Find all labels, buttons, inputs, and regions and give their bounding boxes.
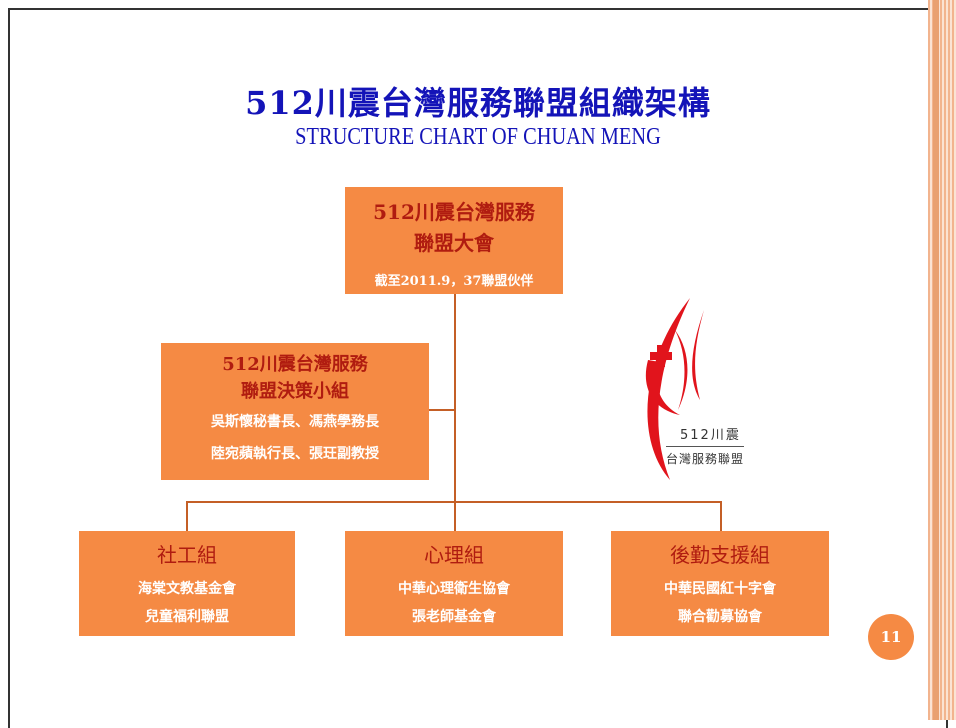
general-assembly-line2: 聯盟大會 bbox=[414, 231, 494, 255]
right-border-core bbox=[933, 0, 939, 720]
general-assembly-box: 512川震台灣服務 聯盟大會 截至2011.9，37聯盟伙伴 bbox=[345, 187, 563, 294]
group-member: 兒童福利聯盟 bbox=[145, 609, 229, 625]
connector-mid-drop bbox=[454, 501, 456, 531]
group-member: 中華民國紅十字會 bbox=[664, 581, 776, 597]
connector-right-drop bbox=[720, 501, 722, 531]
red-cross-hands-logo-icon bbox=[645, 298, 704, 480]
group-name: 社工組 bbox=[157, 543, 217, 567]
connector-decision bbox=[429, 409, 455, 411]
general-assembly-line1: 512川震台灣服務 bbox=[373, 200, 535, 224]
group-box-psychology: 心理組 中華心理衛生協會 張老師基金會 bbox=[345, 531, 563, 636]
logo-text-line2: 台灣服務聯盟 bbox=[666, 446, 745, 467]
group-member: 中華心理衛生協會 bbox=[398, 581, 510, 597]
decision-group-line2: 聯盟決策小組 bbox=[241, 381, 349, 402]
connector-vertical-main bbox=[454, 294, 456, 502]
group-member: 聯合勸募協會 bbox=[678, 609, 762, 625]
group-name: 心理組 bbox=[424, 543, 484, 567]
general-assembly-note: 截至2011.9，37聯盟伙伴 bbox=[374, 274, 534, 289]
group-name: 後勤支援組 bbox=[670, 543, 770, 567]
decision-group-line1: 512川震台灣服務 bbox=[222, 354, 368, 375]
page-number-badge: 11 bbox=[868, 614, 914, 660]
group-member: 海棠文教基金會 bbox=[138, 581, 236, 597]
group-box-social-work: 社工組 海棠文教基金會 兒童福利聯盟 bbox=[79, 531, 295, 636]
decision-group-box: 512川震台灣服務 聯盟決策小組 吳斯懷秘書長、馮燕學務長 陸宛蘋執行長、張玨副… bbox=[161, 343, 429, 480]
right-border-stripe bbox=[928, 0, 956, 720]
slide-title-chinese: 512川震台灣服務聯盟組織架構 bbox=[245, 84, 711, 122]
decision-group-members-1: 吳斯懷秘書長、馮燕學務長 bbox=[211, 414, 379, 430]
group-member: 張老師基金會 bbox=[412, 609, 496, 625]
decision-group-members-2: 陸宛蘋執行長、張玨副教授 bbox=[211, 446, 379, 462]
group-box-logistics: 後勤支援組 中華民國紅十字會 聯合勸募協會 bbox=[611, 531, 829, 636]
logo-text-line1: 512川震 bbox=[680, 428, 741, 443]
slide-title-english: STRUCTURE CHART OF CHUAN MENG bbox=[295, 124, 661, 150]
connector-left-drop bbox=[186, 501, 188, 531]
alliance-logo: 512川震 台灣服務聯盟 bbox=[630, 290, 780, 490]
